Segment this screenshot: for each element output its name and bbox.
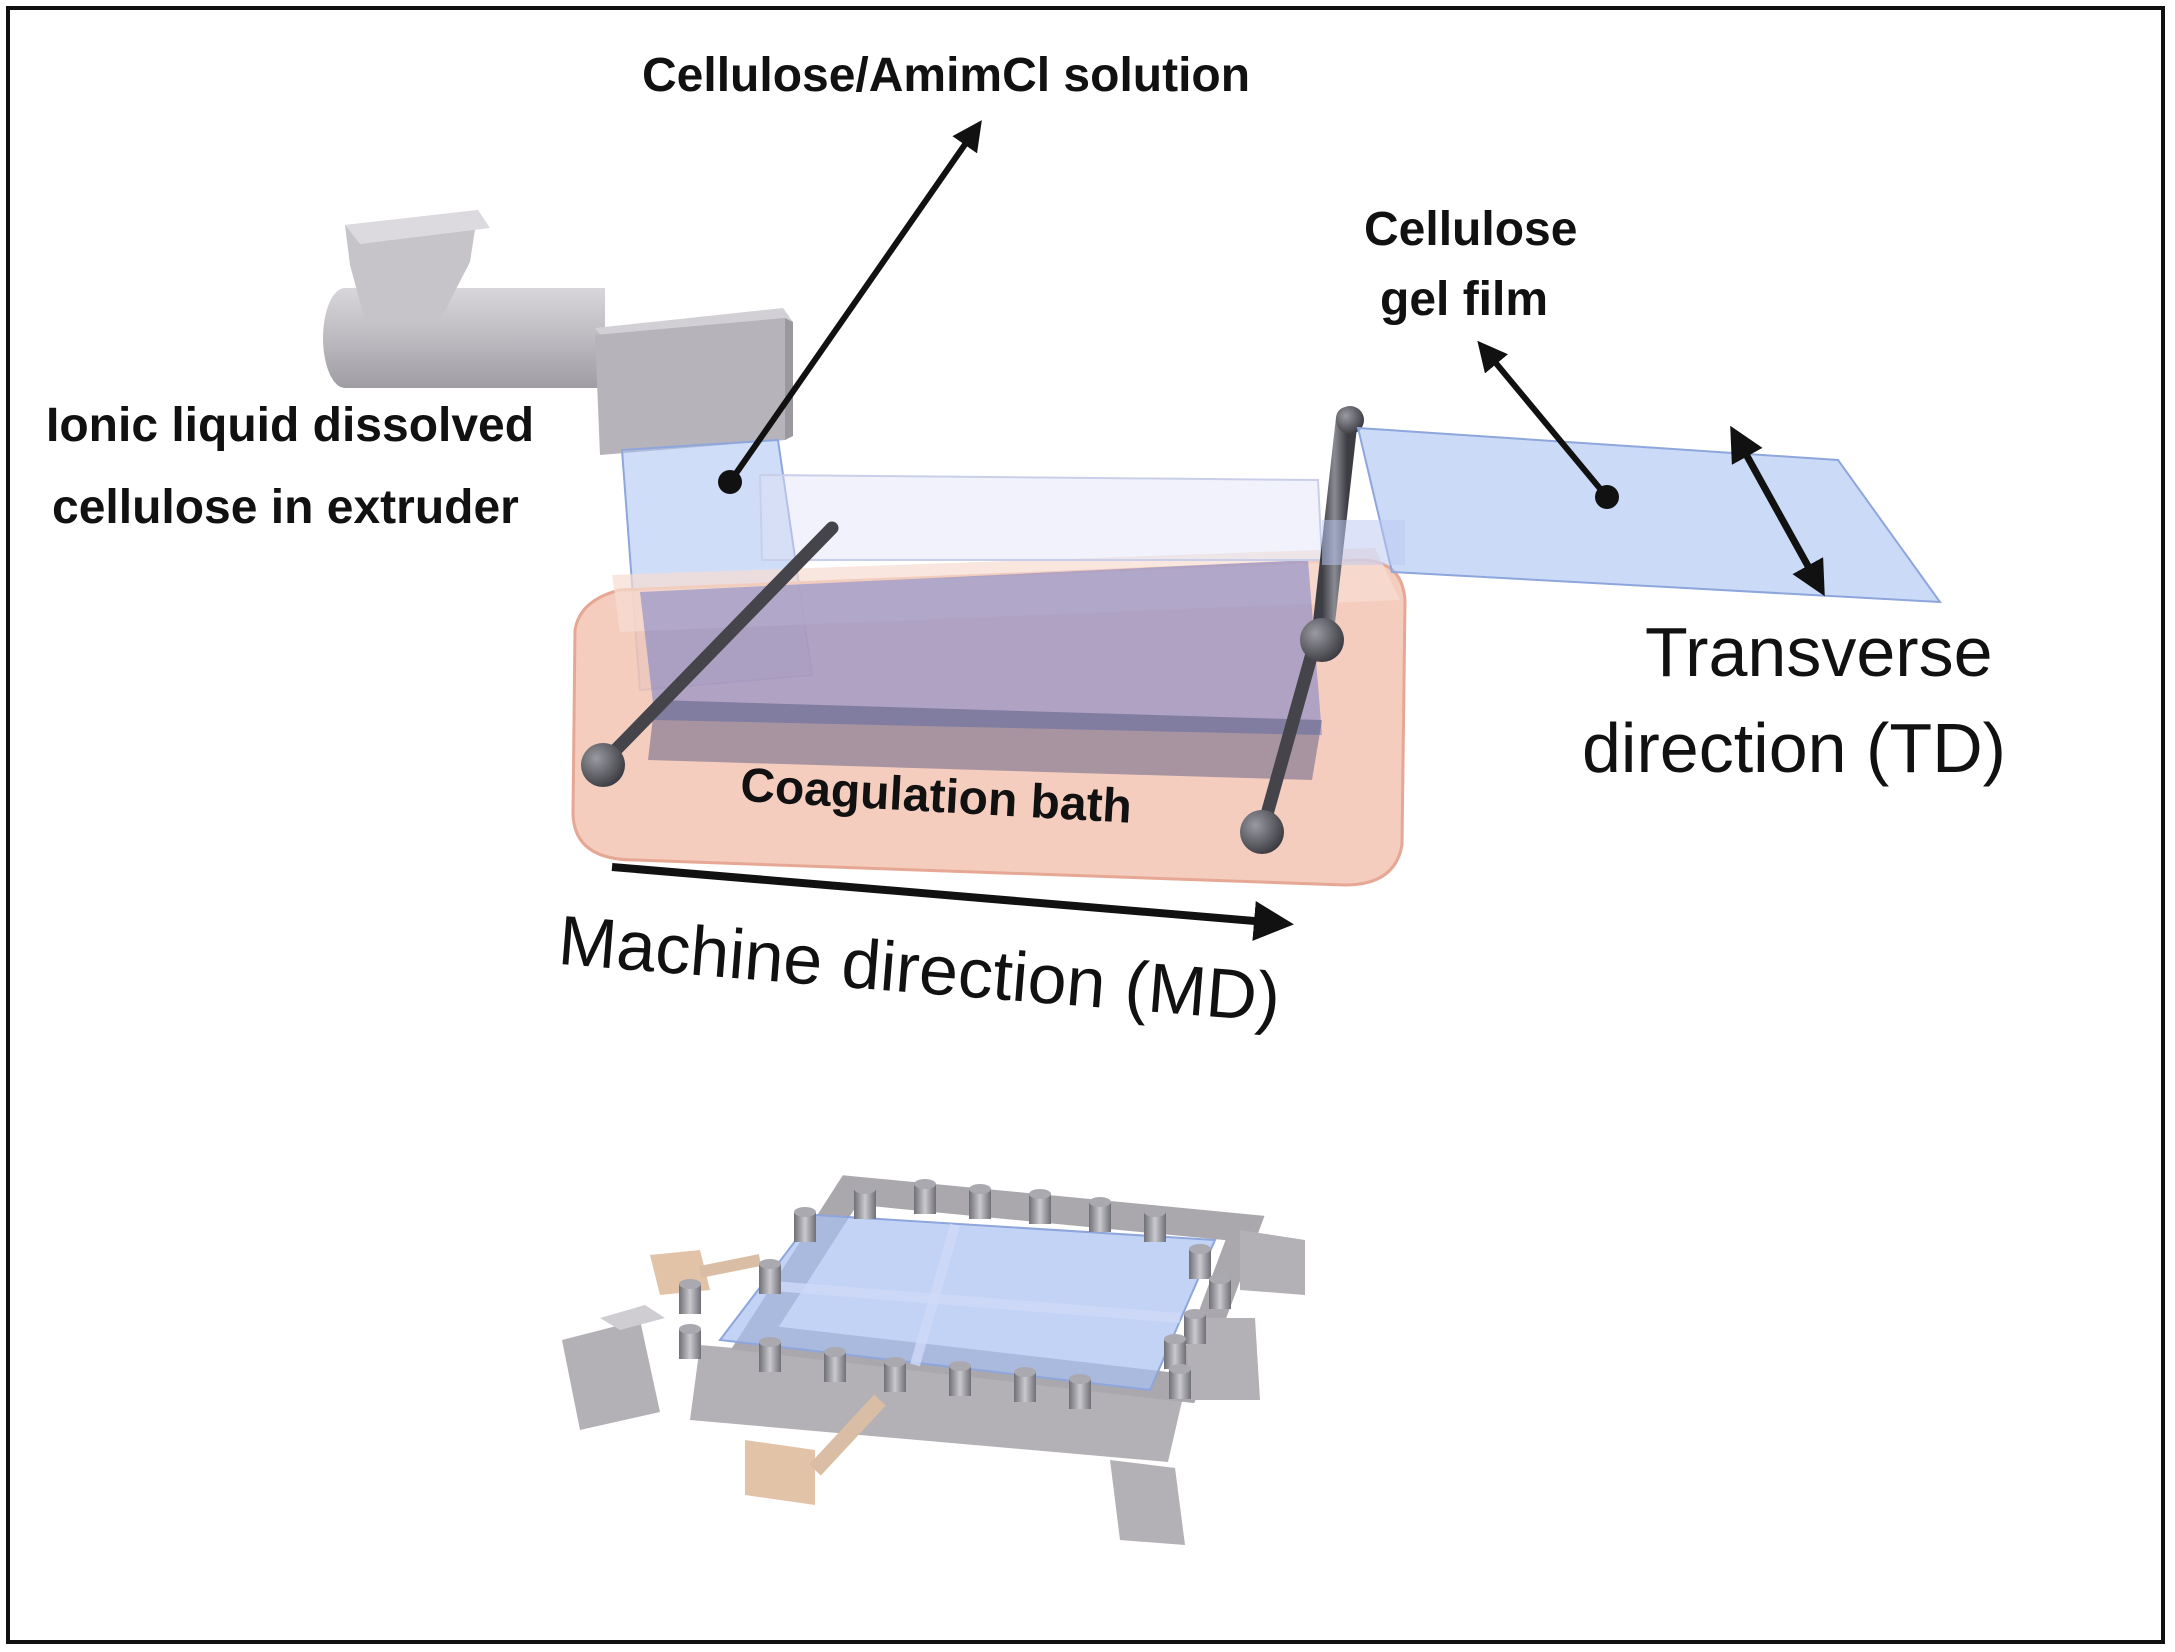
clamp-post <box>1069 1379 1091 1409</box>
td-arrow <box>1730 425 1825 597</box>
figure-frame <box>6 6 2165 1644</box>
roller-end <box>1300 618 1344 662</box>
clamp-post-cap <box>1029 1189 1051 1199</box>
clamp-post <box>854 1189 876 1219</box>
clamp-post-cap <box>1209 1274 1231 1284</box>
gel-film-label-line1: Cellulose <box>1364 203 1578 256</box>
clamp-post <box>1144 1212 1166 1242</box>
clamp-post-cap <box>679 1279 701 1289</box>
clamp-post-cap <box>914 1179 936 1189</box>
clamp-post <box>1029 1194 1051 1224</box>
clamp-post-cap <box>1169 1364 1191 1374</box>
clamp-post-cap <box>794 1207 816 1217</box>
clamp-post-cap <box>949 1361 971 1371</box>
clamp-post <box>969 1189 991 1219</box>
annotation-arrows <box>611 120 1825 941</box>
clamp-post-cap <box>679 1324 701 1334</box>
clamp-post <box>1189 1249 1211 1279</box>
clamp-post-cap <box>1089 1197 1111 1207</box>
roller-end <box>581 743 625 787</box>
clamp-post-cap <box>1189 1244 1211 1254</box>
gel-film <box>1356 426 1943 604</box>
clamp-post-cap <box>1144 1207 1166 1217</box>
extruder-label-line2: cellulose in extruder <box>52 481 519 534</box>
md-arrow <box>611 863 1294 941</box>
clamp-post-cap <box>1164 1334 1186 1344</box>
clamp-post <box>1209 1279 1231 1309</box>
clamp-post-cap <box>1069 1374 1091 1384</box>
clamp-posts <box>679 1179 1231 1409</box>
clamp-post-cap <box>969 1184 991 1194</box>
clamp-post <box>1164 1339 1186 1369</box>
extruder-die <box>595 318 785 455</box>
gel-film-pointer-arrow <box>1477 340 1610 499</box>
clamp-post-cap <box>1014 1367 1036 1377</box>
td-label-line1: Transverse <box>1645 613 1993 691</box>
extruder-label-line1: Ionic liquid dissolved <box>46 399 535 452</box>
clamp-post <box>884 1362 906 1392</box>
bath-liquid <box>640 560 1322 735</box>
solution-label: Cellulose/AmimCl solution <box>642 49 1251 102</box>
clamp-post-cap <box>759 1337 781 1347</box>
coagulation-bath <box>571 473 1407 887</box>
clamp-post <box>1184 1314 1206 1344</box>
clamp-post-cap <box>1184 1309 1206 1319</box>
clamp-post <box>1014 1372 1036 1402</box>
stretching-frame <box>562 1175 1305 1545</box>
solution-pointer-arrow <box>727 120 982 484</box>
clamp-post-cap <box>759 1259 781 1269</box>
clamp-post <box>759 1342 781 1372</box>
clamp-post <box>679 1329 701 1359</box>
clamp-post <box>1089 1202 1111 1232</box>
roller-end <box>1240 810 1284 854</box>
clamp-post <box>679 1284 701 1314</box>
clamp-post <box>914 1184 936 1214</box>
clamp-post <box>1169 1369 1191 1399</box>
clamp-post-cap <box>854 1184 876 1194</box>
clamp-post-cap <box>824 1347 846 1357</box>
gel-film-label-line2: gel film <box>1380 273 1549 326</box>
extruder <box>323 210 793 455</box>
rollers <box>581 406 1364 854</box>
clamp-post <box>759 1264 781 1294</box>
clamp-post <box>794 1212 816 1242</box>
td-label-line2: direction (TD) <box>1582 709 2006 787</box>
clamp-post <box>949 1366 971 1396</box>
clamp-post-cap <box>884 1357 906 1367</box>
clamp-post <box>824 1352 846 1382</box>
